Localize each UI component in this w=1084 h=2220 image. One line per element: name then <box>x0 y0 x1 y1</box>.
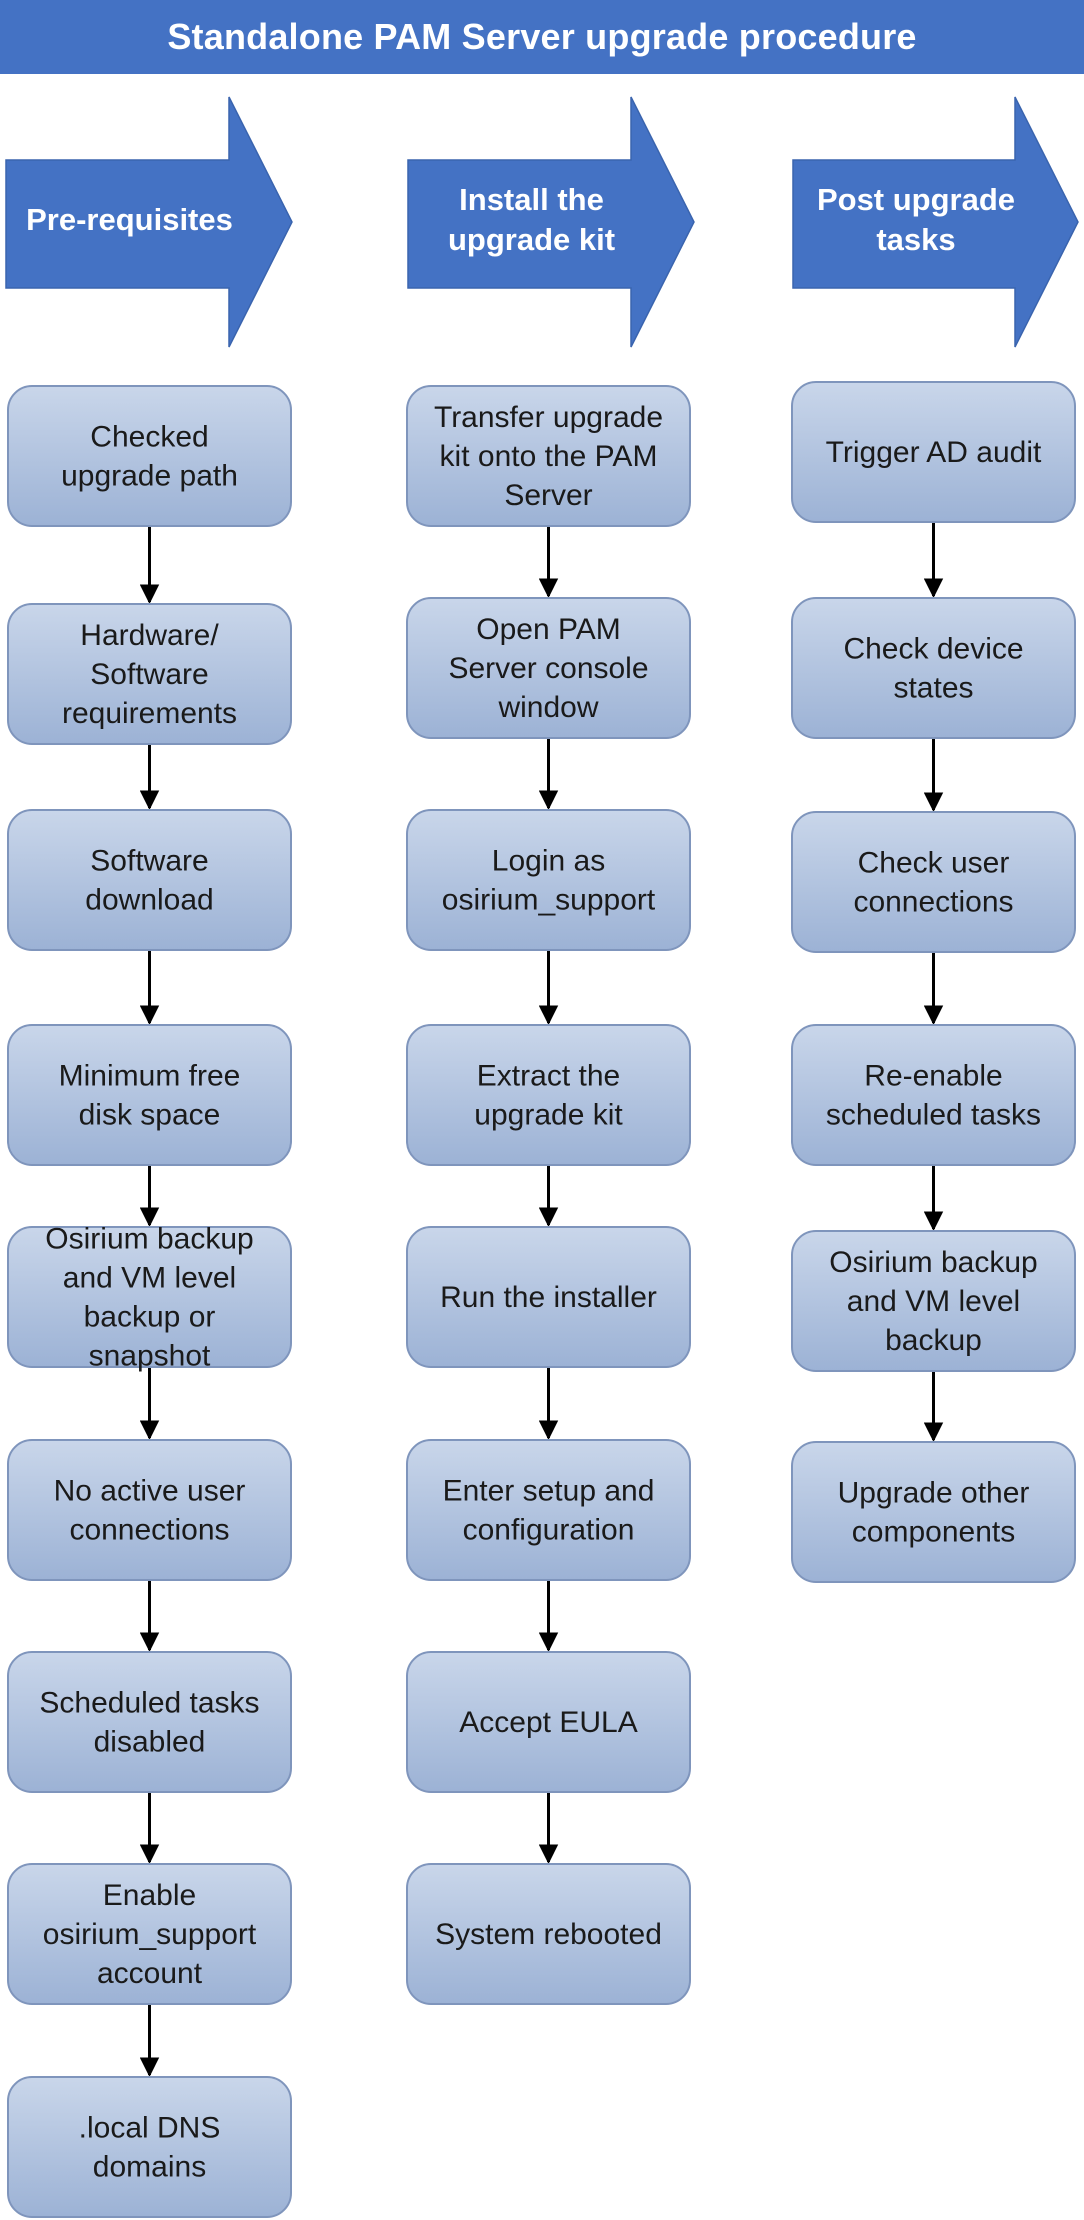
step-box <box>406 1863 691 2005</box>
step-box <box>7 2076 292 2218</box>
column-header-arrow <box>5 96 293 348</box>
step-box <box>406 597 691 739</box>
step-box <box>791 381 1076 523</box>
step-box <box>406 1226 691 1368</box>
step-box <box>7 1651 292 1793</box>
step-box <box>791 1024 1076 1166</box>
step-box <box>406 385 691 527</box>
step-box <box>406 1024 691 1166</box>
step-box <box>7 385 292 527</box>
step-label: Trigger AD audit <box>826 436 1042 469</box>
step-box <box>7 1439 292 1581</box>
step-box <box>7 809 292 951</box>
step-box <box>406 809 691 951</box>
step-box <box>7 1226 292 1368</box>
column-header-label: Pre-requisites <box>26 202 233 237</box>
step-box <box>791 811 1076 953</box>
column-header-arrow <box>792 96 1079 348</box>
step-box <box>791 597 1076 739</box>
step-box <box>7 1863 292 2005</box>
step-box <box>791 1230 1076 1372</box>
step-box <box>406 1651 691 1793</box>
step-box <box>791 1441 1076 1583</box>
step-box <box>7 603 292 745</box>
step-label: System rebooted <box>435 1918 662 1951</box>
column-header-arrow <box>407 96 695 348</box>
step-label: Accept EULA <box>459 1706 637 1739</box>
step-box <box>406 1439 691 1581</box>
step-label: Run the installer <box>440 1281 657 1314</box>
diagram-title: Standalone PAM Server upgrade procedure <box>0 0 1084 74</box>
step-box <box>7 1024 292 1166</box>
